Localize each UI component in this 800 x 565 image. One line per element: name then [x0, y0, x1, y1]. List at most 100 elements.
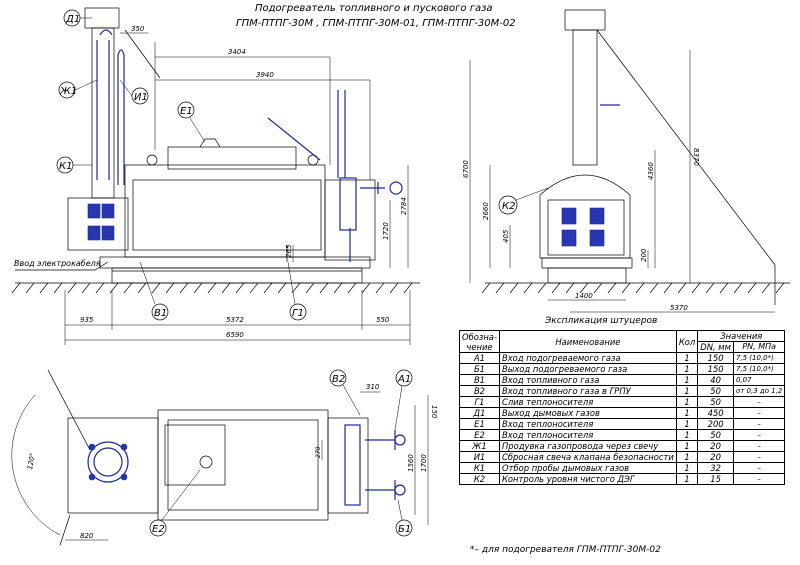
- cell-dn: 450: [697, 407, 734, 419]
- cell-pn: –: [732, 396, 786, 408]
- cell-name: Вход топливного газа: [498, 374, 677, 386]
- label-d1: Д1: [65, 14, 80, 25]
- callout-e2: [149, 519, 167, 537]
- header-name: Наименование: [498, 330, 677, 353]
- cell-qty: 1: [675, 473, 699, 485]
- table-title: Экспликация штуцеров: [545, 316, 658, 326]
- header-values: Значения: [697, 330, 786, 342]
- cell-qty: 1: [675, 418, 699, 430]
- label-k2: К2: [502, 201, 515, 212]
- side-stack-pipe: [572, 29, 598, 166]
- dim-200: 200: [640, 248, 648, 262]
- dim-405: 405: [502, 229, 510, 243]
- cell-qty: 1: [675, 451, 699, 463]
- dim-310: 310: [366, 383, 380, 391]
- foundation: [111, 267, 363, 284]
- cell-name: Вход топливного газа в ГРПУ: [498, 385, 677, 397]
- cell-pn: 7,5 (10,0*): [732, 352, 786, 364]
- label-e2: Е2: [152, 524, 165, 535]
- label-a1: А1: [397, 374, 411, 385]
- main-body: [124, 164, 326, 258]
- cell-code: Б1: [459, 363, 500, 375]
- side-view: К2 6700 2660 405 4360 200 8370 1400 5370: [462, 9, 790, 313]
- drawing-title-line1: Подогреватель топливного и пускового газ…: [255, 3, 493, 14]
- callout-b1: [395, 519, 413, 537]
- cell-code: Г1: [459, 396, 500, 408]
- side-stack-cap: [564, 9, 606, 31]
- cell-code: А1: [459, 352, 500, 364]
- dim-1720: 1720: [382, 222, 390, 240]
- cell-pn: –: [732, 462, 786, 474]
- dim-3404: 3404: [228, 48, 246, 56]
- dim-3940: 3940: [256, 71, 274, 79]
- cell-code: Е2: [459, 429, 500, 441]
- dim-350: 350: [131, 25, 145, 33]
- cell-name: Вход теплоносителя: [498, 418, 677, 430]
- dim-2784: 2784: [400, 197, 408, 215]
- callout-a1: [395, 369, 413, 387]
- cell-dn: 20: [697, 440, 734, 452]
- cell-name: Сбросная свеча клапана безопасности: [498, 451, 677, 463]
- header-qty: Кол: [675, 330, 699, 353]
- cell-code: И1: [459, 451, 500, 463]
- callout-k2: [498, 195, 518, 215]
- cell-code: Е1: [459, 418, 500, 430]
- callout-v2: [329, 369, 347, 387]
- cell-qty: 1: [675, 374, 699, 386]
- cell-pn: –: [732, 473, 786, 485]
- label-g1: Г1: [292, 308, 304, 319]
- dim-150: 150: [430, 405, 438, 419]
- cell-dn: 50: [697, 385, 734, 397]
- cell-code: В2: [459, 385, 500, 397]
- dim-6700: 6700: [462, 160, 470, 178]
- nozzle-table: Обозна-чение Наименование Кол Значения D…: [459, 330, 786, 485]
- dim-1560: 1560: [407, 454, 415, 472]
- callout-e1: [177, 101, 195, 119]
- cell-name: Вход подогреваемого газа: [498, 352, 677, 364]
- label-i1: И1: [134, 92, 148, 103]
- cell-pn: –: [732, 418, 786, 430]
- cell-name: Отбор пробы дымовых газов: [498, 462, 677, 474]
- cell-pn: –: [732, 407, 786, 419]
- stack-pipe: [91, 27, 115, 199]
- cell-qty: 1: [675, 440, 699, 452]
- cell-qty: 1: [675, 352, 699, 364]
- dim-8370: 8370: [692, 148, 700, 166]
- plan-body: [157, 409, 329, 521]
- cell-dn: 20: [697, 451, 734, 463]
- cell-pn: –: [732, 429, 786, 441]
- table-footnote: *– для подогревателя ГПМ-ПТПГ-30М-02: [470, 545, 661, 555]
- dim-550: 550: [376, 316, 390, 324]
- cell-dn: 50: [697, 396, 734, 408]
- header-dn: DN, мм: [697, 341, 734, 353]
- top-tank: [167, 146, 297, 170]
- cell-name: Слив теплоносителя: [498, 396, 677, 408]
- dim-935: 935: [80, 316, 94, 324]
- header-pn: PN, МПа: [732, 341, 786, 353]
- dim-820: 820: [80, 532, 94, 540]
- cell-dn: 150: [697, 363, 734, 375]
- cable-entry-label: Ввод электрокабеля: [14, 259, 101, 268]
- dim-120deg: 120°: [26, 452, 37, 470]
- cell-pn: 0,07: [732, 374, 786, 386]
- cell-code: К1: [459, 462, 500, 474]
- label-b1: Б1: [398, 524, 411, 535]
- cell-name: Продувка газопровода через свечу: [498, 440, 677, 452]
- header-code: Обозна-чение: [459, 330, 500, 353]
- plan-view: В2 А1 Е2 Б1 310 150 1560 1700 270 820 12…: [11, 369, 438, 546]
- label-e1: Е1: [180, 106, 193, 117]
- cell-dn: 200: [697, 418, 734, 430]
- nozzle-table-wrapper: Обозна-чение Наименование Кол Значения D…: [459, 330, 786, 485]
- dim-4360: 4360: [647, 162, 655, 180]
- cell-pn: –: [732, 451, 786, 463]
